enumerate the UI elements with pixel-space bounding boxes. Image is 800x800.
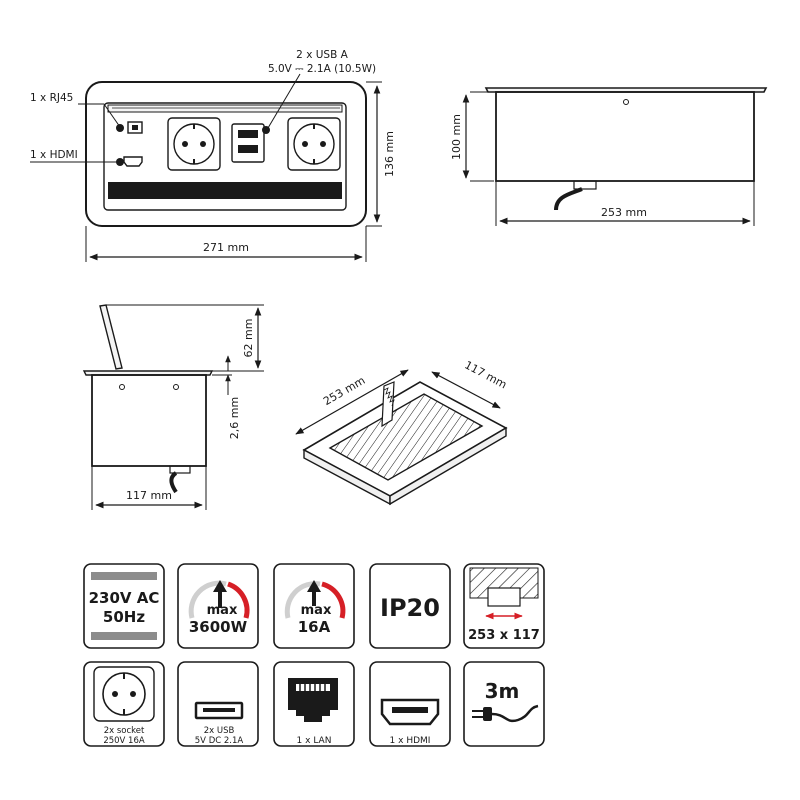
socket-icon [102, 672, 146, 716]
voltage-icon: 230V AC 50Hz [83, 563, 165, 649]
cutout-length-label: 253 mm [321, 374, 367, 408]
cutout-size-icon: 253 x 117 [463, 563, 545, 649]
cable-gland [573, 180, 597, 190]
usb-icon [194, 701, 244, 720]
cable [554, 187, 583, 211]
max-current-icon: max 16A [273, 563, 355, 649]
socket-count-label: 2x socket [104, 726, 145, 736]
usb-module [231, 123, 265, 163]
open-width-dimension-label: 117 mm [126, 489, 172, 502]
height-dimension-label: 136 mm [383, 131, 396, 177]
rj45-label: 1 x RJ45 [30, 92, 73, 104]
open-view-labels: 62 mm 2,6 mm 117 mm [126, 319, 255, 502]
gauge-arrow-icon [307, 580, 321, 606]
voltage-label: 230V AC [89, 589, 160, 607]
lan-label: 1 x LAN [297, 736, 332, 746]
usb-count-label: 2x USB [204, 726, 235, 736]
gauge-arrow-icon [213, 580, 227, 608]
frequency-label: 50Hz [103, 608, 145, 626]
open-lid [99, 304, 123, 370]
socket-right [293, 123, 335, 165]
feature-icons-row-1: 230V AC 50Hz max 3600W max 16A IP20 [83, 563, 545, 649]
max-current-value: 16A [298, 618, 331, 636]
ip-rating-icon: IP20 [369, 563, 451, 649]
plug-icon [472, 704, 539, 723]
front-view [30, 73, 382, 262]
socket-feature-icon: 2x socket 250V 16A [83, 661, 165, 747]
width-dimension-label: 271 mm [203, 241, 249, 254]
side-body [495, 91, 755, 182]
hdmi-port [123, 156, 143, 167]
flange-dimension-label: 2,6 mm [228, 397, 241, 439]
usb-rating-label: 5V DC 2.1A [195, 736, 244, 746]
cable-length-icon: 3m [463, 661, 545, 747]
rj45-port [127, 121, 143, 134]
lid-dimension-label: 62 mm [242, 319, 255, 358]
feature-icons-row-2: 2x socket 250V 16A 2x USB 5V DC 2.1A 1 x… [83, 661, 545, 747]
side-view [462, 87, 768, 226]
side-view-labels: 100 mm 253 mm [450, 114, 647, 219]
cutout-width-label: 117 mm [462, 358, 509, 391]
open-body [91, 374, 207, 467]
lan-feature-icon: 1 x LAN [273, 661, 355, 747]
socket-left [173, 123, 215, 165]
ip-rating-label: IP20 [380, 594, 440, 622]
lid-edge [107, 104, 343, 113]
side-height-dimension-label: 100 mm [450, 114, 463, 160]
max-power-value: 3600W [189, 618, 248, 636]
cable-length-label: 3m [485, 679, 520, 703]
front-frame-inner [103, 102, 347, 211]
max-power-icon: max 3600W [177, 563, 259, 649]
usb-spec: 5.0V ⎓ 2.1A (10.5W) [268, 63, 376, 75]
socket-rating-label: 250V 16A [103, 736, 145, 746]
front-view-labels: 2 x USB A 5.0V ⎓ 2.1A (10.5W) 1 x RJ45 1… [30, 49, 396, 254]
max-power-label: max [207, 603, 238, 618]
usb-label: 2 x USB A [296, 49, 348, 61]
usb-leader [267, 73, 301, 129]
black-strip [108, 182, 342, 199]
open-view [82, 304, 264, 510]
hdmi-label: 1 x HDMI [30, 149, 78, 161]
side-flange [484, 87, 768, 93]
cutout-view [295, 369, 508, 506]
socket-frame-right [287, 117, 341, 171]
cutout-width-dimension-line [431, 371, 501, 409]
side-width-dimension-label: 253 mm [601, 206, 647, 219]
cutout-length-dimension-line [295, 369, 409, 435]
socket-frame-left [167, 117, 221, 171]
usb-feature-icon: 2x USB 5V DC 2.1A [177, 661, 259, 747]
max-current-label: max [301, 603, 332, 618]
hdmi-feature-icon: 1 x HDMI [369, 661, 451, 747]
hdmi-icon [380, 698, 440, 726]
hdmi-feature-label: 1 x HDMI [390, 736, 431, 746]
cutout-size-label: 253 x 117 [468, 628, 540, 643]
front-frame-outer [85, 81, 367, 227]
